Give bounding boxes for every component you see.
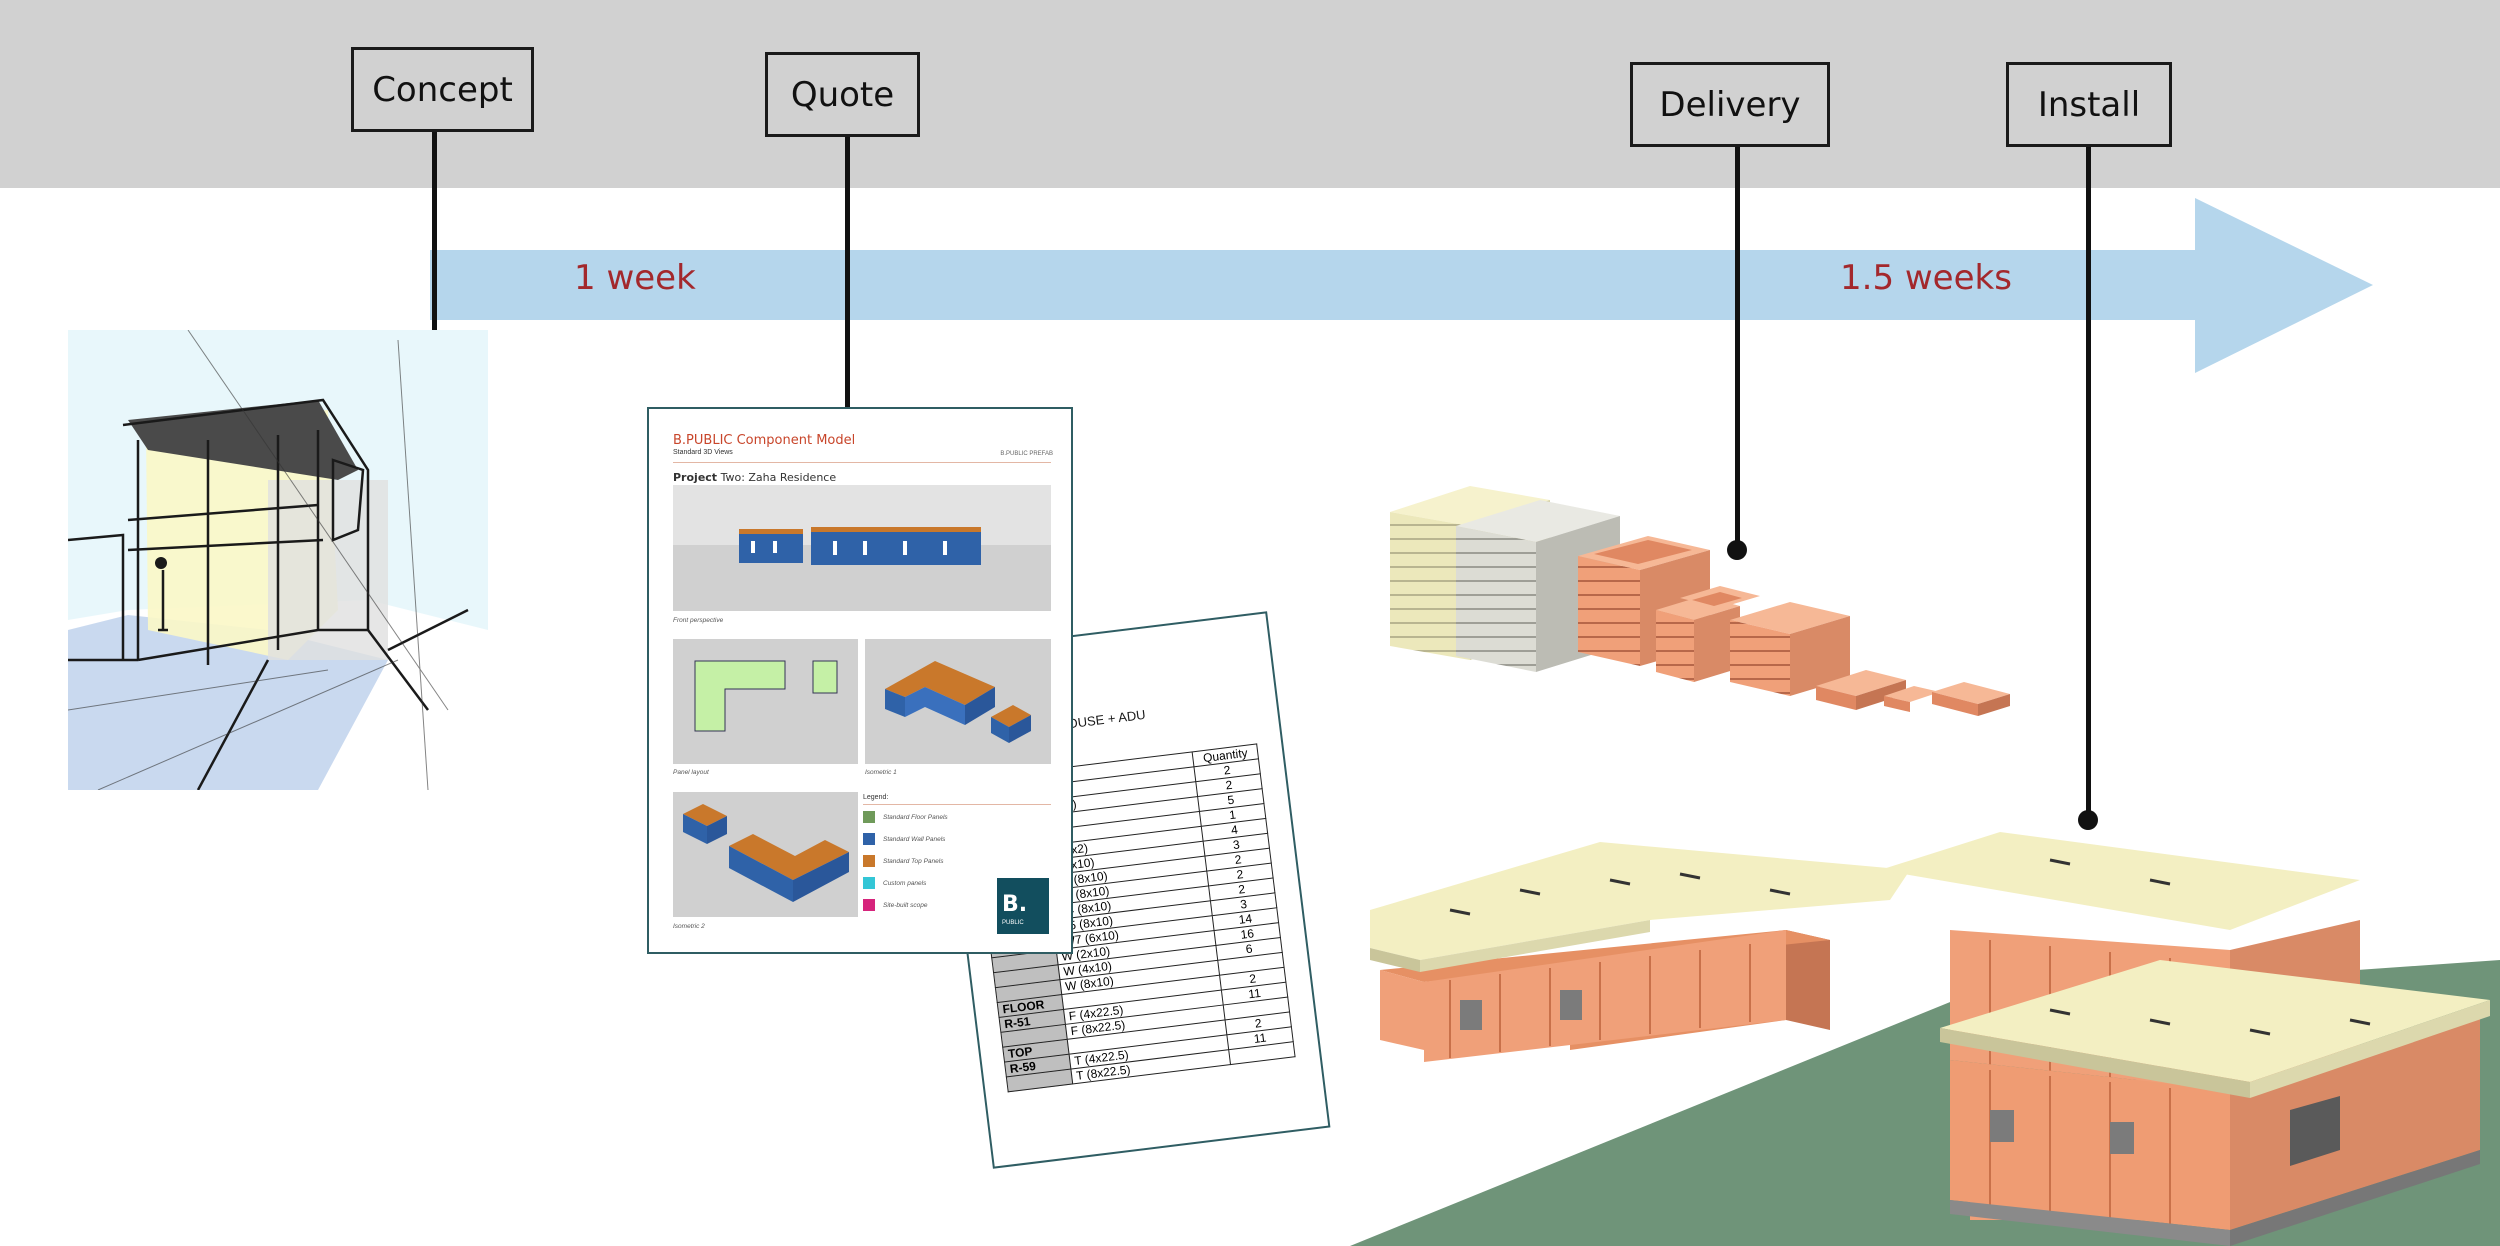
legend-label: Custom panels (883, 879, 927, 887)
sheet-title: B.PUBLIC Component Model (673, 433, 856, 448)
stage-install-label: Install (2037, 84, 2141, 125)
caption-panel-layout: Panel layout (673, 769, 709, 776)
concept-connector (432, 132, 437, 354)
caption-front-perspective: Front perspective (673, 617, 724, 624)
legend-swatch (863, 855, 875, 867)
front-perspective-image (673, 485, 1051, 611)
legend-swatch (863, 833, 875, 845)
caption-isometric-2: Isometric 2 (673, 923, 705, 930)
concept-sketch-image (68, 330, 488, 790)
sheet-corner-label: B.PUBLIC PREFAB (1000, 451, 1053, 457)
install-connector (2086, 147, 2091, 820)
sheet-project-prefix: Project (673, 471, 718, 484)
bpublic-logo: B. PUBLIC (997, 878, 1049, 934)
panel-layout-image (673, 639, 858, 764)
stage-delivery-label: Delivery (1659, 84, 1801, 125)
stage-quote-label: Quote (790, 74, 895, 115)
legend-label: Standard Top Panels (883, 857, 944, 865)
legend-label: Site-built scope (883, 901, 928, 909)
delivery-connector-dot (1727, 540, 1747, 560)
stage-install: Install (2006, 62, 2172, 147)
install-connector-dot (2078, 810, 2098, 830)
delivered-panel-stacks (1390, 486, 2010, 716)
legend-item: Standard Top Panels (863, 855, 943, 867)
sheet-project: Project Two: Zaha Residence (673, 471, 836, 484)
sheet-project-name: Two: Zaha Residence (720, 471, 837, 484)
isometric-1-image (865, 639, 1051, 764)
stage-quote: Quote (765, 52, 920, 137)
legend-swatch (863, 899, 875, 911)
legend-title: Legend: (863, 794, 889, 801)
legend-item: Standard Floor Panels (863, 811, 948, 823)
delivery-connector (1735, 147, 1740, 550)
installed-house-model (1350, 832, 2500, 1246)
timeline-arrow (430, 198, 2373, 373)
duration-concept-to-quote: 1 week (574, 258, 696, 298)
logo-text: PUBLIC (1002, 920, 1024, 926)
legend-label: Standard Floor Panels (883, 813, 948, 821)
isometric-2-image (673, 792, 858, 917)
sheet-subtitle: Standard 3D Views (673, 449, 733, 456)
quote-connector (845, 137, 850, 427)
component-model-sheet: B.PUBLIC Component Model Standard 3D Vie… (647, 407, 1073, 954)
logo-letter: B. (1002, 892, 1028, 917)
legend-item: Standard Wall Panels (863, 833, 945, 845)
stage-concept: Concept (351, 47, 534, 132)
duration-delivery-to-install: 1.5 weeks (1840, 258, 2012, 298)
legend-item: Custom panels (863, 877, 926, 889)
legend-item: Site-built scope (863, 899, 927, 911)
legend-label: Standard Wall Panels (883, 835, 946, 843)
stage-concept-label: Concept (372, 69, 513, 110)
caption-isometric-1: Isometric 1 (865, 769, 897, 776)
legend-swatch (863, 877, 875, 889)
stage-delivery: Delivery (1630, 62, 1830, 147)
legend-swatch (863, 811, 875, 823)
